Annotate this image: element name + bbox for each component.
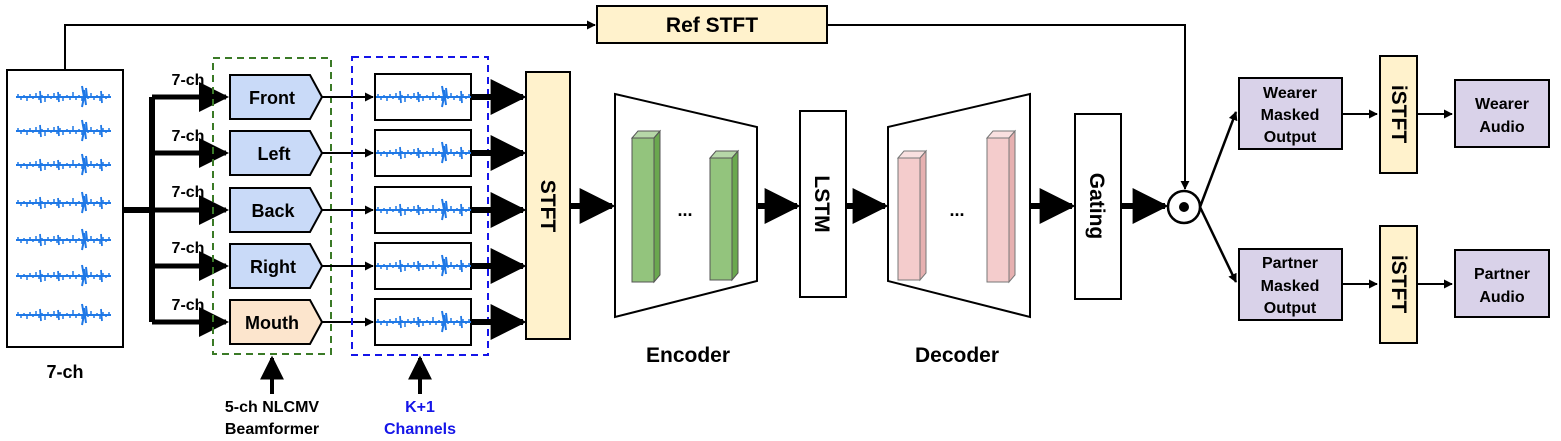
gating-label: Gating — [1085, 173, 1108, 240]
beam-mouth: Mouth — [229, 299, 324, 345]
beam-left: Left — [229, 130, 324, 176]
partner-masked-output-line3: Output — [1264, 300, 1317, 317]
stft-block — [525, 71, 571, 340]
wearer-audio-line1: Wearer — [1475, 96, 1529, 113]
lstm-label: LSTM — [810, 175, 833, 232]
svg-text:7-ch: 7-ch — [172, 184, 205, 201]
ref-stft-to-mult-line — [827, 24, 1190, 190]
wearer-masked-output-box — [1238, 77, 1343, 150]
encoder-bar-2 — [708, 149, 740, 282]
mult-to-wearer-arrow — [1198, 111, 1238, 208]
input-waveform-box — [6, 69, 124, 348]
partner-masked-output-line1: Partner — [1262, 255, 1318, 272]
svg-text:7-ch: 7-ch — [172, 240, 205, 257]
beam-output-arrows — [322, 92, 374, 327]
svg-text:7-ch: 7-ch — [172, 72, 205, 89]
multiply-node — [1166, 189, 1202, 225]
beamformer-label-line1: 5-ch NLCMV — [225, 399, 320, 416]
svg-text:7-ch: 7-ch — [172, 128, 205, 145]
svg-text:Back: Back — [251, 201, 295, 221]
ref-stft-line — [64, 20, 596, 70]
mult-to-partner-arrow — [1198, 206, 1238, 283]
svg-text:Front: Front — [249, 88, 295, 108]
svg-text:Right: Right — [250, 257, 296, 277]
encoder-bar-1 — [630, 129, 662, 284]
partner-istft-block — [1379, 225, 1418, 344]
svg-text:Left: Left — [258, 144, 291, 164]
channel-boxes — [374, 73, 472, 346]
channels-label-line2: Channels — [384, 421, 456, 438]
partner-istft-label: iSTFT — [1387, 255, 1410, 313]
beamformer-group-border — [212, 57, 332, 355]
decoder-bar-2 — [985, 129, 1017, 284]
svg-text:Mouth: Mouth — [245, 313, 299, 333]
partner-masked-output-box — [1238, 248, 1343, 321]
encoder-ellipsis: ... — [677, 200, 692, 220]
wearer-audio-box — [1454, 79, 1550, 148]
channel-to-stft-arrows — [471, 79, 527, 340]
input-label: 7-ch — [46, 362, 83, 382]
decoder-bar-1 — [896, 149, 928, 282]
partner-masked-output-line2: Masked — [1261, 278, 1320, 295]
decoder-ellipsis: ... — [949, 200, 964, 220]
partner-audio-line2: Audio — [1479, 289, 1525, 306]
wearer-masked-output-line2: Masked — [1261, 107, 1320, 124]
beam-back: Back — [229, 187, 324, 233]
wearer-masked-output-line3: Output — [1264, 129, 1317, 146]
partner-audio-box — [1454, 249, 1550, 318]
beam-front: Front — [229, 74, 324, 120]
decoder-label: Decoder — [915, 344, 999, 367]
wearer-istft-label: iSTFT — [1387, 85, 1410, 143]
gating-block — [1074, 113, 1122, 300]
input-trunk-line — [123, 97, 155, 322]
partner-audio-line1: Partner — [1474, 266, 1530, 283]
svg-text:7-ch: 7-ch — [172, 297, 205, 314]
wearer-masked-output-line1: Wearer — [1263, 85, 1317, 102]
channels-label-line1: K+1 — [405, 399, 435, 416]
ref-stft-label: Ref STFT — [666, 14, 758, 37]
lstm-block — [799, 110, 847, 298]
channel-count-labels: 7-ch 7-ch 7-ch 7-ch 7-ch — [172, 72, 205, 314]
stft-label: STFT — [536, 180, 559, 233]
encoder-label: Encoder — [646, 344, 730, 367]
beam-right: Right — [229, 243, 324, 289]
beamformer-label-line2: Beamformer — [225, 421, 319, 438]
wearer-audio-line2: Audio — [1479, 119, 1525, 136]
